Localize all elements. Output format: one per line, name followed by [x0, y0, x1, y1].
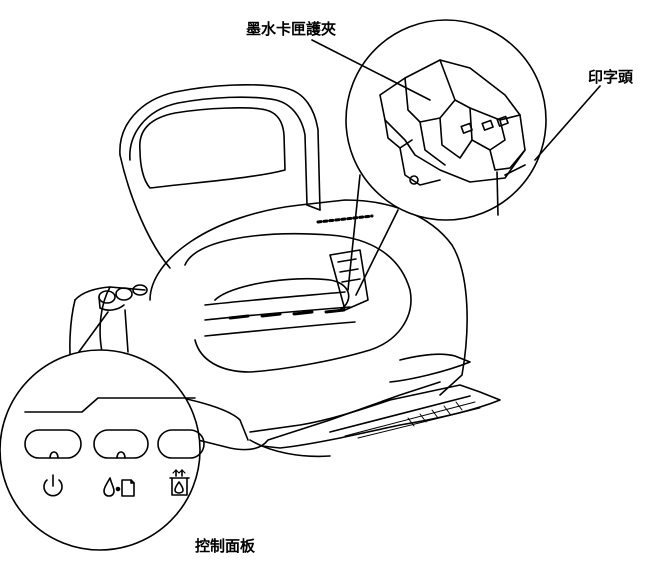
- control-panel-label: 控制面板: [195, 537, 256, 555]
- printer-buttons: [98, 284, 148, 311]
- ink-paper-icon: [103, 477, 135, 497]
- print-head-label: 印字頭: [588, 68, 634, 86]
- power-button-shape: [24, 429, 82, 459]
- cartridge-leader: [311, 39, 431, 101]
- cleaning-icon: [169, 469, 190, 496]
- control-panel-zoom: [0, 309, 205, 551]
- cleaning-button-shape: [157, 429, 205, 459]
- leader-lines: [311, 39, 601, 161]
- power-icon: [43, 474, 63, 497]
- printer-body: [69, 199, 501, 458]
- cartridge-clamp-label: 墨水卡匣護夾: [246, 20, 337, 38]
- printer-lid: [119, 83, 321, 269]
- print-head-zoom: [345, 19, 547, 296]
- ink-button-shape: [93, 429, 149, 459]
- print-head-leader: [534, 85, 601, 161]
